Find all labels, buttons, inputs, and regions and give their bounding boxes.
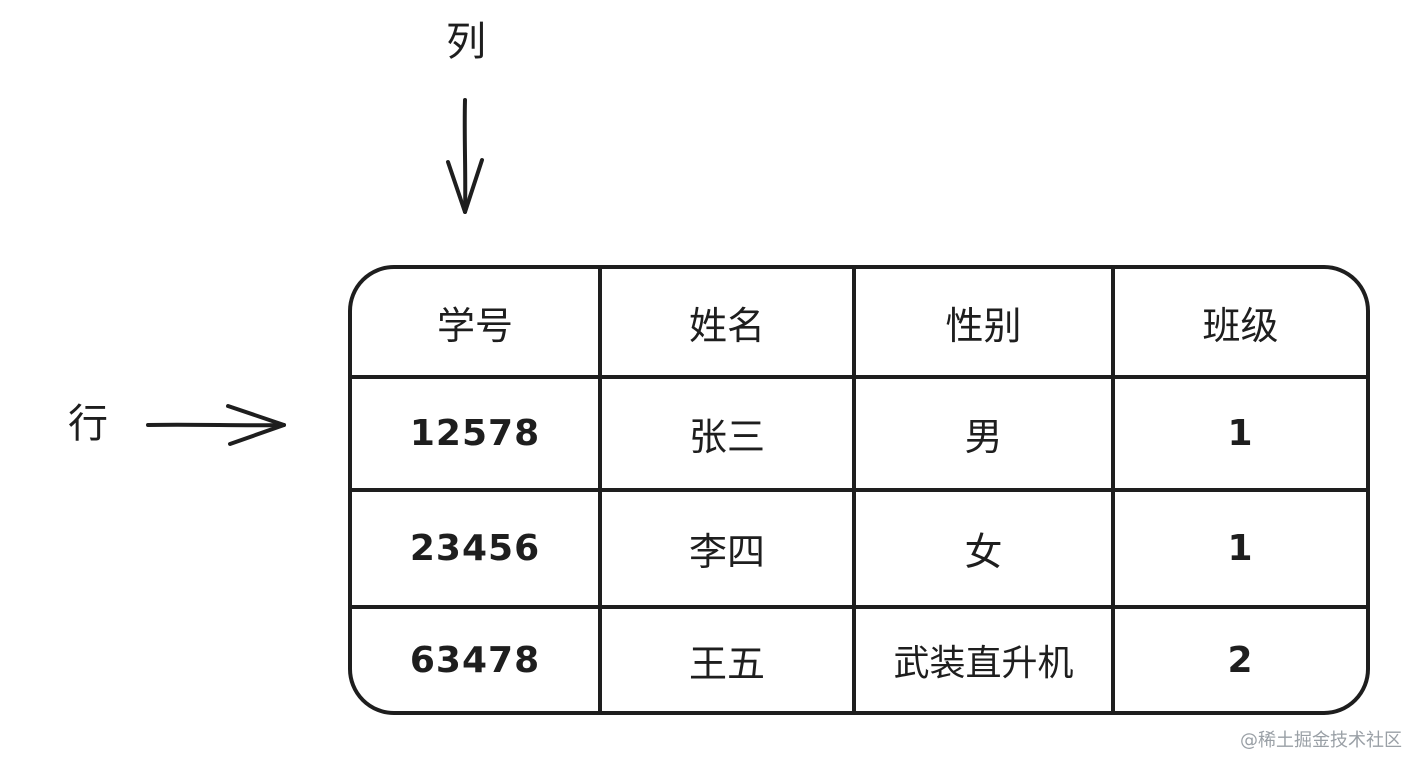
watermark: @稀土掘金技术社区 (1240, 730, 1402, 751)
column-arrow-icon (446, 98, 484, 214)
table-cell-name: 王五 (602, 609, 856, 711)
table-cell-id: 63478 (352, 609, 602, 711)
table-cell-class: 1 (1115, 492, 1366, 609)
table-cell-class: 2 (1227, 639, 1254, 681)
student-table: 学号 姓名 性别 班级 12578 张三 男 1 23456 李四 女 1 63… (348, 265, 1370, 715)
table-cell-id: 12578 (352, 379, 602, 492)
row-arrow-icon (146, 404, 286, 446)
table-cell-gender: 武装直升机 (856, 609, 1115, 711)
row-label: 行 (68, 401, 108, 447)
column-label: 列 (446, 19, 486, 65)
header-cell-name: 姓名 (602, 269, 856, 379)
table-cell-gender: 女 (856, 492, 1115, 609)
table-cell-id: 23456 (352, 492, 602, 609)
table-cell-name: 张三 (602, 379, 856, 492)
table-cell-class: 1 (1115, 379, 1366, 492)
header-cell-gender: 性别 (856, 269, 1115, 379)
header-cell-class: 班级 (1115, 269, 1366, 379)
table-cell-gender: 男 (856, 379, 1115, 492)
table-cell-name: 李四 (602, 492, 856, 609)
header-cell-student-id: 学号 (352, 269, 602, 379)
